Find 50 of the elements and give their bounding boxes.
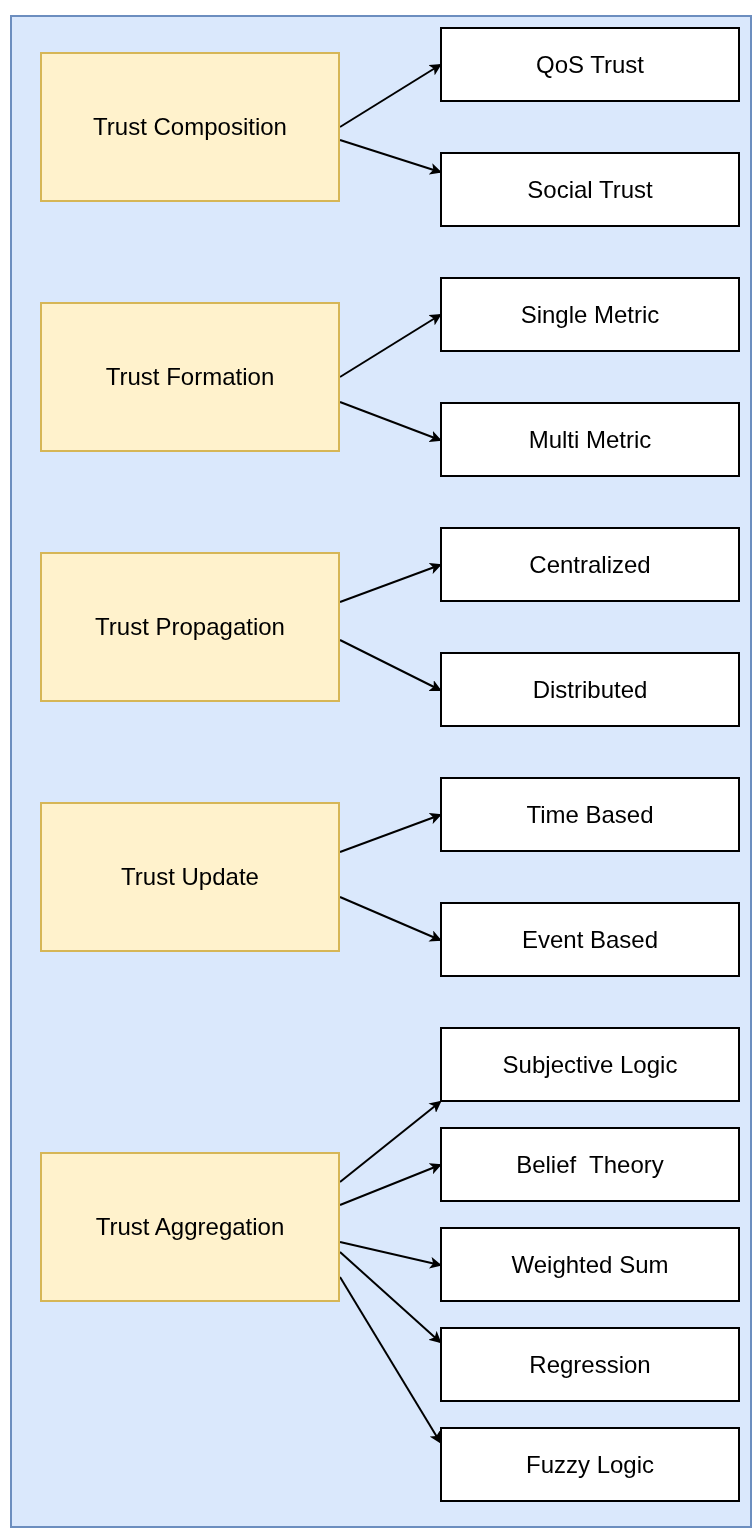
box-label: Trust Formation [105,363,275,391]
arrow [339,63,442,128]
box-label: Weighted Sum [511,1250,669,1279]
method-box [440,152,740,227]
box-label: Trust Aggregation [95,1213,285,1241]
arrow [339,313,442,378]
box-label: Regression [529,1350,651,1379]
box-label: Centralized [529,550,651,579]
method-box [440,27,740,102]
method-box [440,1227,740,1302]
box-label: Distributed [532,675,648,704]
category-box [40,302,340,452]
box-label: Social Trust [527,175,653,204]
arrow [339,562,442,603]
method-box [440,652,740,727]
arrow [339,812,442,853]
arrow [339,1241,442,1269]
category-box [40,52,340,202]
category-box [40,802,340,952]
arrow [339,1276,442,1444]
arrow [339,1100,442,1183]
method-box [440,402,740,477]
arrow [339,896,442,942]
arrow [339,1251,442,1344]
box-label: Subjective Logic [502,1050,678,1079]
category-box [40,552,340,702]
method-box [440,902,740,977]
arrow [339,401,442,443]
method-box [440,527,740,602]
arrow [339,639,442,691]
arrow [339,1163,442,1206]
box-label: Multi Metric [528,425,652,454]
box-label: Time Based [526,800,654,829]
background-panel [10,15,752,1528]
arrow [339,139,442,175]
box-label: Event Based [521,925,659,954]
box-label: Fuzzy Logic [525,1450,655,1479]
method-box [440,1427,740,1502]
method-box [440,1127,740,1202]
method-box [440,1327,740,1402]
box-label: QoS Trust [535,50,644,79]
box-label: Trust Update [121,863,259,891]
box-label: Trust Composition [93,113,287,141]
box-label: Single Metric [520,300,660,329]
category-box [40,1152,340,1302]
method-box [440,777,740,852]
box-label: Belief Theory [516,1150,664,1179]
box-label: Trust Propagation [95,613,285,641]
method-box [440,1027,740,1102]
method-box [440,277,740,352]
